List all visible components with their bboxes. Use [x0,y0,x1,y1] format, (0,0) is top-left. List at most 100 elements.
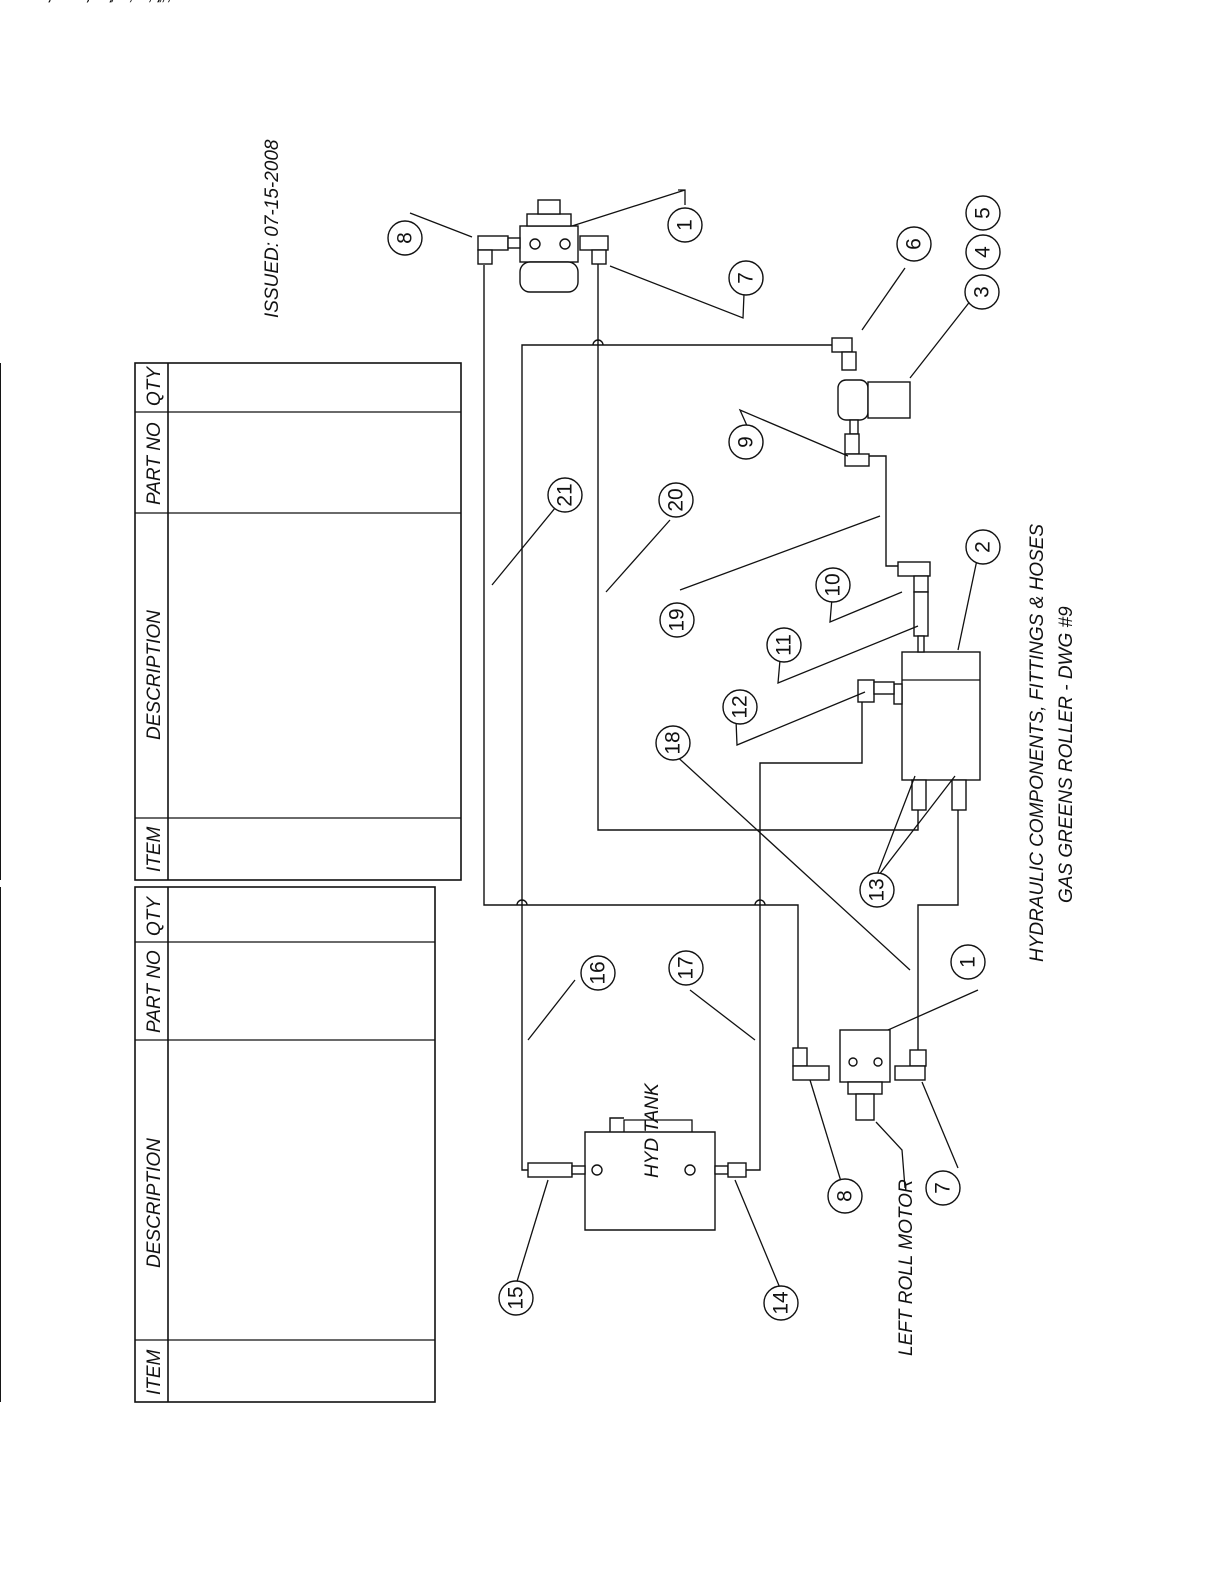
balloon-number: 11 [773,634,796,656]
hyd-pump [857,561,981,811]
balloon-number: 2 [972,541,995,553]
table-row-description: 90°ELBOW, 3/8 FL x 3/8 O-RING [0,0,252,4]
item-balloon-12: 12 [722,689,758,725]
balloon-circle [827,1178,863,1214]
item-balloon-16: 16 [580,955,616,991]
item-balloon-1: 1 [950,944,986,980]
table-row-item: 21 [0,0,19,4]
table-row-part-no: 0327025 [0,0,67,4]
item-balloon-15: 15 [498,1280,534,1316]
table-row-part-no: 0330139 [0,0,67,4]
balloon-circle [498,1280,534,1316]
item-balloon-6: 6 [896,226,932,262]
table-a-header-description: DESCRIPTION [144,1138,165,1268]
item-balloon-8: 8 [387,220,423,256]
table-row-part-no: 0317062 [0,0,67,4]
top-drive-motor [477,199,609,293]
table-row-item: 2 [0,0,10,4]
table-row-part-no: 0327024 [0,0,66,4]
left-roll-motor-label: LEFT ROLL MOTOR [896,1179,917,1356]
table-row-part-no: 0318039 [0,0,67,4]
table-row-qty: 1 [0,0,9,4]
table-row-qty: 1 [0,0,9,4]
balloon-number: 8 [834,1190,857,1202]
table-row-qty: 2 [0,0,10,4]
balloon-number: 19 [666,608,689,631]
balloon-circle [728,424,764,460]
table-row-part-no: 0330146 [0,0,67,4]
table-row-description: CONNECTOR,1/2FL x3/8 O-RING [0,0,260,4]
balloon-circle [580,955,616,991]
balloon-number: 16 [587,961,610,984]
balloon-circle [668,950,704,986]
balloon-number: 13 [866,878,889,901]
item-balloon-4: 4 [965,234,1001,270]
table-row-description: SWIVEL ELBOW,1/2 FL x 1/2 NUT [0,0,265,4]
table-row-description: HYD PUMP [0,0,90,4]
item-balloon-10: 10 [815,567,851,603]
table-row-description: HOSE,MOTOR/MOT,1/2 IDx32.5" [0,0,255,4]
hyd-filter-assembly [831,337,911,467]
table-row-description: 90°ELBOW, 5/8FL x 3/4 O-RING [0,0,247,4]
table-b-header-description: DESCRIPTION [144,610,165,740]
table-row-item: 10 [0,0,19,4]
table-row-qty: 1 [0,0,9,4]
table-row-description: 90°ELBOW, 1/2FL x 3/4 O-RING [0,0,247,4]
table-row-item: 20 [0,0,19,4]
item-balloon-5: 5 [965,195,1001,231]
balloon-number: 21 [554,483,577,506]
table-row-description: HOSE,L-MOT/PUMP,1/2 ID x 31" [0,0,251,4]
table-row-part-no: 0317030 [0,0,67,4]
table-row-item: 19 [0,0,19,4]
table-row-part-no: 0327298 [0,0,67,4]
balloon-circle [950,944,986,980]
balloon-circle [965,529,1001,565]
table-row-description: CONNECTOR,1/2 FL x1/2 O-RING [0,0,265,4]
item-balloon-1: 1 [667,207,703,243]
balloon-circle [658,482,694,518]
table-row-item: 16 [0,0,19,4]
table-row-item: 5 [0,0,10,4]
item-balloon-17: 17 [668,950,704,986]
table-row-item: 13 [0,0,19,4]
balloon-circle [722,689,758,725]
table-row-description: CONNECTOR,5/8 FL x 1/2 MNPT [0,0,258,4]
table-row-description: HOSE,TANK/PUMP, 3/8 ID x 39" [0,0,247,4]
balloon-number: 1 [674,219,697,231]
hyd-tank: HYD TANK [527,1082,747,1231]
table-row-qty: 1 [0,0,9,4]
table-row-description: 90°ELB.LONG,1/2FLx5/8 O-RING [0,0,257,4]
balloon-circle [964,274,1000,310]
balloon-circle [728,260,764,296]
table-row-qty: 1 [0,0,9,4]
balloon-number: 1 [957,956,980,968]
table-row-part-no: 0317079 [0,0,67,4]
table-row-qty: 1 [0,0,9,4]
table-row-qty: 2 [0,0,10,4]
table-row-part-no: 0317050 [0,0,67,4]
table-row-description: HOSE,MOTOR/PUMP,1/2 IDx36" [0,0,252,4]
balloon-circle [387,220,423,256]
balloon-number: 5 [972,207,995,219]
table-row-qty: 1 [0,0,9,4]
balloon-number: 17 [675,956,698,979]
balloon-number: 15 [505,1286,528,1309]
table-row-part-no: 0317008 [0,0,67,4]
item-balloon-8: 8 [827,1178,863,1214]
item-balloon-19: 19 [659,602,695,638]
balloon-circle [547,477,583,513]
hyd-tank-label: HYD TANK [642,1082,663,1178]
table-row-item: 12 [0,0,19,4]
item-balloon-20: 20 [658,482,694,518]
balloon-circle [766,627,802,663]
drawing-title-line-2: GAS GREENS ROLLER - DWG #9 [1056,606,1077,903]
table-row-part-no: 0317029 [0,0,67,4]
table-row-qty: 2 [0,0,10,4]
item-balloon-18: 18 [655,725,691,761]
table-row-part-no: 0317214 [0,0,66,4]
table-row-description: CONNECTOR, 3/8 FL x 1/2 MNPT [0,0,263,4]
table-row-qty: 1 [0,0,9,4]
table-b-header-qty: QTY [144,366,165,406]
balloon-number: 4 [972,246,995,258]
